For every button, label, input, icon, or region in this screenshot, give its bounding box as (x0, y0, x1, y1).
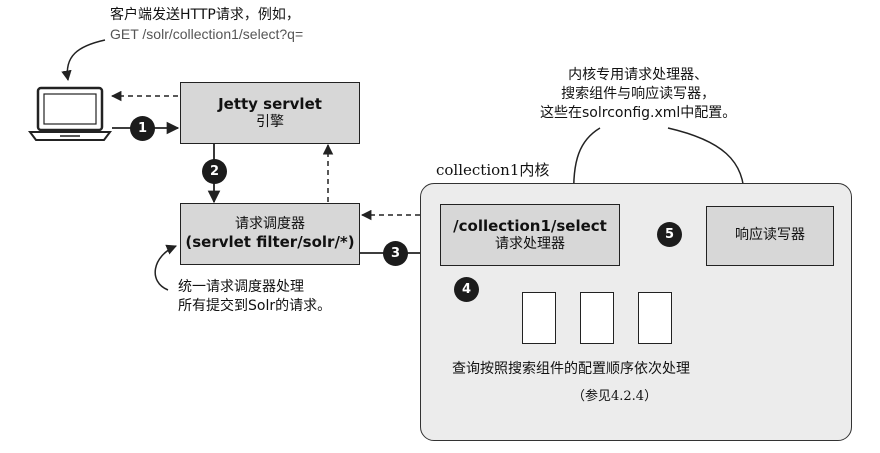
laptop-icon (28, 86, 112, 141)
dispatcher-note-pointer (154, 244, 177, 291)
step-badge-4: 4 (454, 277, 479, 302)
jetty-subtitle: 引擎 (256, 113, 284, 130)
client-note: 客户端发送HTTP请求，例如， GET /solr/collection1/se… (110, 6, 303, 44)
jetty-title: Jetty servlet (218, 94, 322, 113)
handler-title: /collection1/select (453, 216, 607, 235)
search-component-3 (638, 292, 672, 344)
dispatcher-title: 请求调度器 (235, 215, 305, 232)
step-badge-2: 2 (202, 159, 227, 184)
request-dispatcher-box: 请求调度器 (servlet filter/solr/*) (180, 203, 360, 265)
client-note-line2: GET /solr/collection1/select?q= (110, 25, 304, 42)
search-component-2 (580, 292, 614, 344)
client-note-line1: 客户端发送HTTP请求，例如， (110, 7, 300, 23)
step-badge-1: 1 (130, 116, 155, 141)
request-handler-box: /collection1/select 请求处理器 (440, 204, 620, 266)
components-caption: 查询按照搜索组件的配置顺序依次处理 (452, 361, 690, 377)
client-note-pointer (61, 39, 106, 82)
writer-title: 响应读写器 (735, 227, 805, 244)
step-badge-5: 5 (657, 222, 682, 247)
top-note: 内核专用请求处理器、 搜索组件与响应读写器， 这些在solrconfig.xml… (540, 66, 736, 123)
search-component-1 (522, 292, 556, 344)
jetty-servlet-box: Jetty servlet 引擎 (180, 82, 360, 144)
response-writer-box: 响应读写器 (706, 206, 834, 266)
dispatcher-subtitle: (servlet filter/solr/*) (185, 233, 355, 252)
core-label: collection1内核 (436, 161, 550, 179)
dispatcher-note-line2: 所有提交到Solr的请求。 (178, 297, 332, 314)
dispatcher-note: 统一请求调度器处理 所有提交到Solr的请求。 (178, 278, 331, 316)
components-reference: （参见4.2.4） (572, 389, 658, 404)
dispatcher-note-line1: 统一请求调度器处理 (178, 279, 304, 295)
top-note-line3: 这些在solrconfig.xml中配置。 (540, 104, 737, 121)
top-note-line2: 搜索组件与响应读写器， (561, 85, 716, 102)
handler-subtitle: 请求处理器 (495, 235, 565, 252)
step-badge-3: 3 (383, 241, 408, 266)
top-note-line1: 内核专用请求处理器、 (568, 67, 709, 83)
